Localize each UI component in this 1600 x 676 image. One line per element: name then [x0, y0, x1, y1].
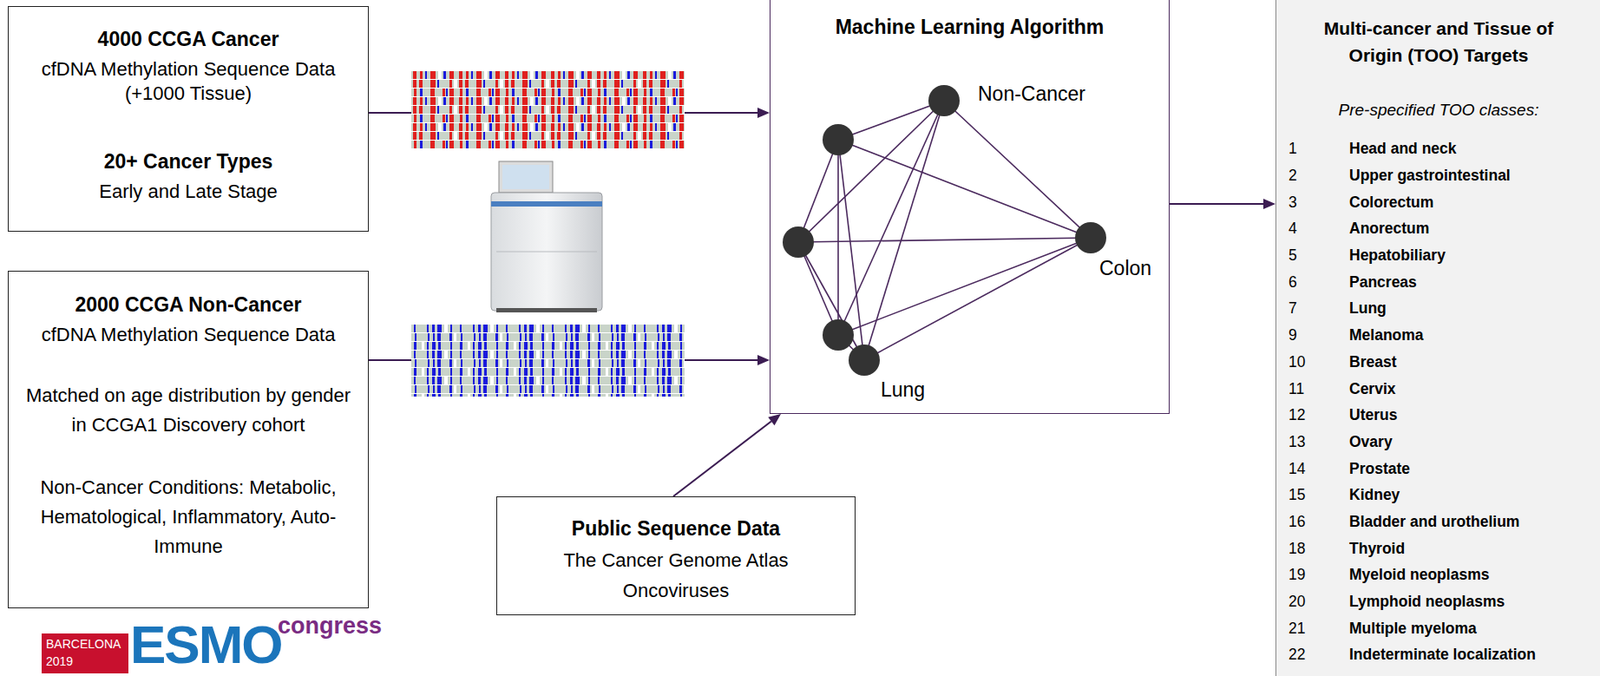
class-name: Multiple myeloma — [1349, 618, 1593, 638]
class-name: Indeterminate localization — [1349, 644, 1593, 664]
class-number: 14 — [1288, 459, 1350, 479]
connector-line — [673, 421, 772, 497]
class-number: 15 — [1288, 485, 1350, 505]
sequencer-illustration — [491, 161, 603, 313]
class-name: Melanoma — [1349, 325, 1593, 345]
class-number: 3 — [1288, 192, 1350, 212]
box-body: Matched on age distribution by gender in… — [23, 380, 354, 440]
class-number: 5 — [1288, 245, 1350, 265]
class-name: Head and neck — [1349, 138, 1593, 158]
class-name: Colorectum — [1349, 192, 1593, 212]
class-name: Lymphoid neoplasms — [1349, 591, 1593, 611]
class-name: Cervix — [1349, 379, 1593, 399]
class-name: Uterus — [1349, 405, 1593, 425]
node-label: Non-Cancer — [977, 82, 1086, 105]
node-label: Lung — [880, 378, 925, 401]
class-name: Kidney — [1349, 485, 1593, 505]
panel-title: Multi-cancer and Tissue of Origin (TOO) … — [1299, 14, 1578, 69]
logo-wordmark: ESMO — [130, 617, 282, 672]
class-name: Ovary — [1349, 432, 1593, 452]
class-number: 18 — [1288, 538, 1350, 558]
input-box: 2000 CCGA Non-CancercfDNA Methylation Se… — [7, 270, 369, 609]
box-heading: 4000 CCGA Cancer — [98, 26, 280, 52]
input-box: Public Sequence DataThe Cancer Genome At… — [496, 496, 856, 616]
arrow-head — [757, 354, 770, 366]
class-list: 1Head and neck 2Upper gastrointestinal 3Co… — [1285, 135, 1593, 669]
box-heading: Public Sequence Data — [571, 513, 781, 545]
class-number: 22 — [1288, 644, 1350, 664]
class-number: 19 — [1288, 564, 1350, 584]
logo-text: congress — [277, 612, 382, 640]
class-number: 13 — [1288, 432, 1350, 452]
logo-text: BARCELONA — [45, 636, 121, 651]
box-heading: 2000 CCGA Non-Cancer — [74, 289, 302, 320]
algorithm-box: Machine Learning Algorithm — [769, 0, 1170, 414]
class-name: Thyroid — [1349, 538, 1593, 558]
logo-badge — [41, 633, 129, 674]
box-heading: 20+ Cancer Types — [104, 149, 274, 174]
class-number: 4 — [1288, 218, 1350, 238]
class-name: Anorectum — [1349, 218, 1593, 238]
panel-subtitle: Pre-specified TOO classes: — [1338, 98, 1540, 123]
box-body: cfDNA Methylation Sequence Data — [41, 320, 336, 350]
arrow-connector — [1169, 198, 1276, 210]
logo-text: 2019 — [45, 654, 73, 669]
class-number: 1 — [1288, 138, 1350, 158]
class-name: Hepatobiliary — [1349, 245, 1593, 265]
input-box: 4000 CCGA Cancer cfDNA Methylation Sequen… — [7, 6, 369, 232]
class-number: 10 — [1288, 352, 1350, 372]
class-name: Myeloid neoplasms — [1349, 564, 1593, 584]
box-body: Non-Cancer Conditions: Metabolic, Hemato… — [19, 472, 358, 562]
arrow-head — [757, 107, 770, 119]
arrow-head — [767, 413, 781, 426]
arrow-head — [1263, 198, 1276, 210]
target-panel: Multi-cancer and Tissue of Origin (TOO) … — [1275, 0, 1600, 676]
class-name: Lung — [1349, 298, 1593, 318]
box-heading: Machine Learning Algorithm — [835, 14, 1105, 40]
class-number: 12 — [1288, 405, 1350, 425]
class-number: 21 — [1288, 618, 1350, 638]
arrow-connector — [673, 413, 781, 497]
box-body: cfDNA Methylation Sequence Data (+1000 T… — [19, 57, 358, 106]
connector-line — [1169, 203, 1264, 205]
class-number: 11 — [1288, 379, 1350, 399]
class-name: Bladder and urothelium — [1349, 511, 1593, 532]
methylation-strip — [411, 324, 685, 397]
class-name: Upper gastrointestinal — [1349, 165, 1593, 185]
network-illustration — [782, 85, 1107, 376]
class-number: 6 — [1288, 272, 1350, 292]
methylation-strip — [411, 71, 685, 150]
class-number: 9 — [1288, 325, 1350, 345]
class-name: Pancreas — [1349, 272, 1593, 292]
box-body: The Cancer Genome Atlas Oncoviruses — [545, 544, 807, 606]
class-number: 20 — [1288, 591, 1350, 611]
class-number: 2 — [1288, 165, 1350, 185]
box-body: Early and Late Stage — [98, 179, 277, 204]
class-name: Prostate — [1349, 459, 1593, 479]
class-name: Breast — [1349, 352, 1593, 372]
class-number: 7 — [1288, 298, 1350, 318]
class-number: 16 — [1288, 511, 1350, 532]
node-label: Colon — [1099, 256, 1152, 280]
